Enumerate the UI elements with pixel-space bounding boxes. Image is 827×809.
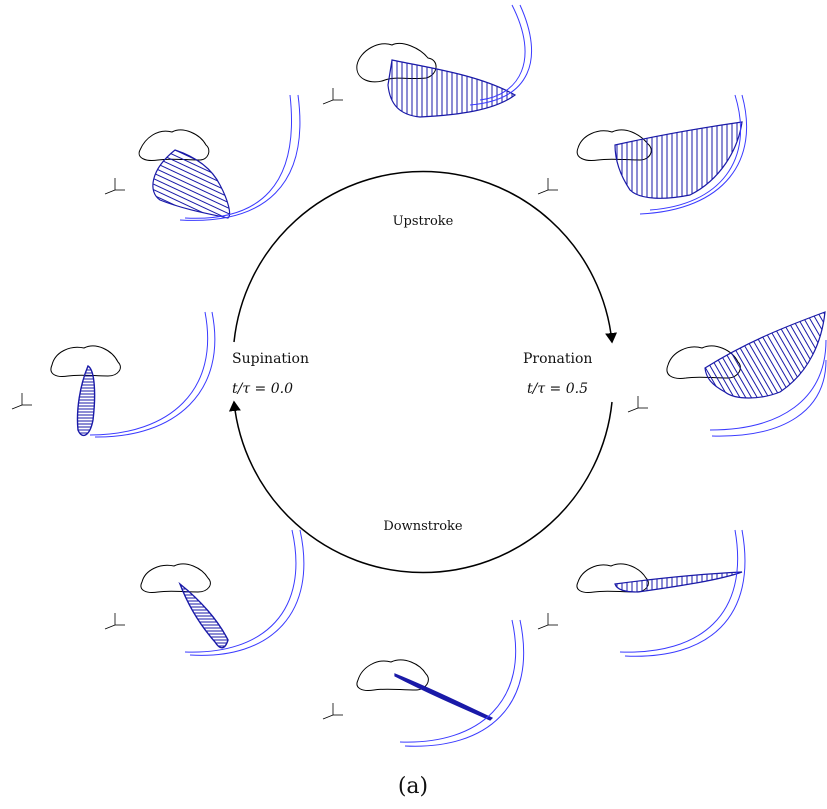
wing-snapshot-upstroke-late: [537, 94, 747, 215]
body-outline: [356, 659, 429, 691]
trajectory-curve: [709, 339, 827, 431]
axes-triad-icon: [627, 396, 648, 413]
trajectory-curve: [189, 529, 305, 656]
body-outline: [356, 43, 437, 83]
axes-triad-icon: [104, 178, 125, 195]
trajectory-curve: [469, 4, 533, 106]
wing-surface: [76, 364, 96, 437]
wing-snapshot-upstroke-mid: [322, 4, 533, 118]
trajectory-curve: [94, 311, 216, 438]
wing-snapshot-supination: [11, 311, 216, 438]
trajectory-curve: [624, 529, 746, 657]
body-outline: [140, 563, 211, 593]
axes-triad-icon: [537, 178, 558, 195]
trajectory-curve: [404, 619, 525, 747]
upstroke-label: Upstroke: [393, 214, 454, 229]
trajectory-curve: [399, 619, 517, 743]
downstroke-arc: [228, 400, 613, 574]
axes-triad-icon: [11, 393, 32, 410]
figure-caption: (a): [398, 774, 428, 799]
axes-triad-icon: [322, 88, 343, 105]
wing-surface: [394, 673, 494, 721]
axes-triad-icon: [322, 703, 343, 720]
wing-surface: [152, 149, 231, 219]
wing-surface: [704, 311, 826, 399]
body-outline: [138, 129, 210, 161]
wing-surface: [614, 571, 743, 593]
body-outline: [50, 345, 121, 377]
trajectory-curve: [184, 529, 297, 653]
wing-snapshot-upstroke-early: [104, 94, 301, 221]
trajectory-curve: [711, 359, 827, 437]
stroke-cycle: [228, 170, 618, 574]
supination-label: Supination: [232, 351, 309, 367]
trajectory-curve: [89, 311, 209, 436]
axes-triad-icon: [104, 613, 125, 630]
downstroke-label: Downstroke: [383, 519, 463, 534]
trajectory-curve: [649, 94, 741, 211]
wing-snapshot-downstroke-late: [104, 529, 305, 656]
trajectory-curve: [184, 94, 292, 219]
trajectory-curve: [619, 529, 739, 653]
wing-snapshot-downstroke-mid: [322, 619, 525, 747]
wing-snapshot-downstroke-early: [537, 529, 746, 657]
pronation-time-label: t/τ = 0.5: [527, 381, 588, 397]
trajectory-curve: [639, 94, 747, 215]
trajectory-curve: [179, 94, 301, 221]
wing-surface: [387, 59, 517, 118]
wing-surface: [178, 581, 229, 649]
upstroke-arc: [233, 170, 618, 344]
pronation-label: Pronation: [523, 351, 592, 367]
wing-surface: [614, 121, 743, 199]
trajectory-curve: [479, 4, 526, 101]
axes-triad-icon: [537, 613, 558, 630]
supination-time-label: t/τ = 0.0: [232, 381, 293, 397]
wing-snapshot-pronation: [627, 311, 827, 437]
